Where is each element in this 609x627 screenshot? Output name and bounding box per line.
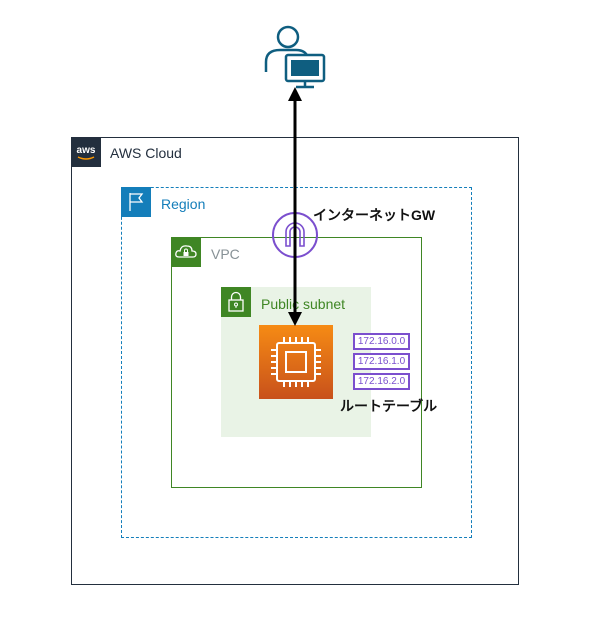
public-subnet-label: Public subnet: [261, 296, 346, 312]
arrowhead-up-icon: [288, 87, 302, 101]
cloud-lock-icon: [171, 237, 201, 267]
svg-text:aws: aws: [77, 145, 96, 156]
aws-logo-icon: aws: [71, 137, 101, 167]
route-table-entry: 172.16.1.0: [353, 353, 410, 370]
connection-arrow: [288, 87, 302, 326]
user-with-desktop-icon[interactable]: [262, 20, 334, 92]
route-table-entry: 172.16.2.0: [353, 373, 410, 390]
route-table-label: ルートテーブル: [340, 398, 438, 414]
lock-icon: [221, 287, 251, 317]
arrowhead-down-icon: [288, 312, 302, 326]
route-table-entry: 172.16.0.0: [353, 333, 410, 350]
internet-gateway-label: インターネットGW: [313, 207, 436, 223]
ec2-instance[interactable]: [259, 325, 333, 399]
ec2-instance-chip-icon: [271, 337, 321, 387]
flag-icon: [121, 187, 151, 217]
vpc-label: VPC: [211, 246, 240, 262]
aws-cloud-label: AWS Cloud: [110, 145, 182, 161]
region-label: Region: [161, 196, 206, 212]
